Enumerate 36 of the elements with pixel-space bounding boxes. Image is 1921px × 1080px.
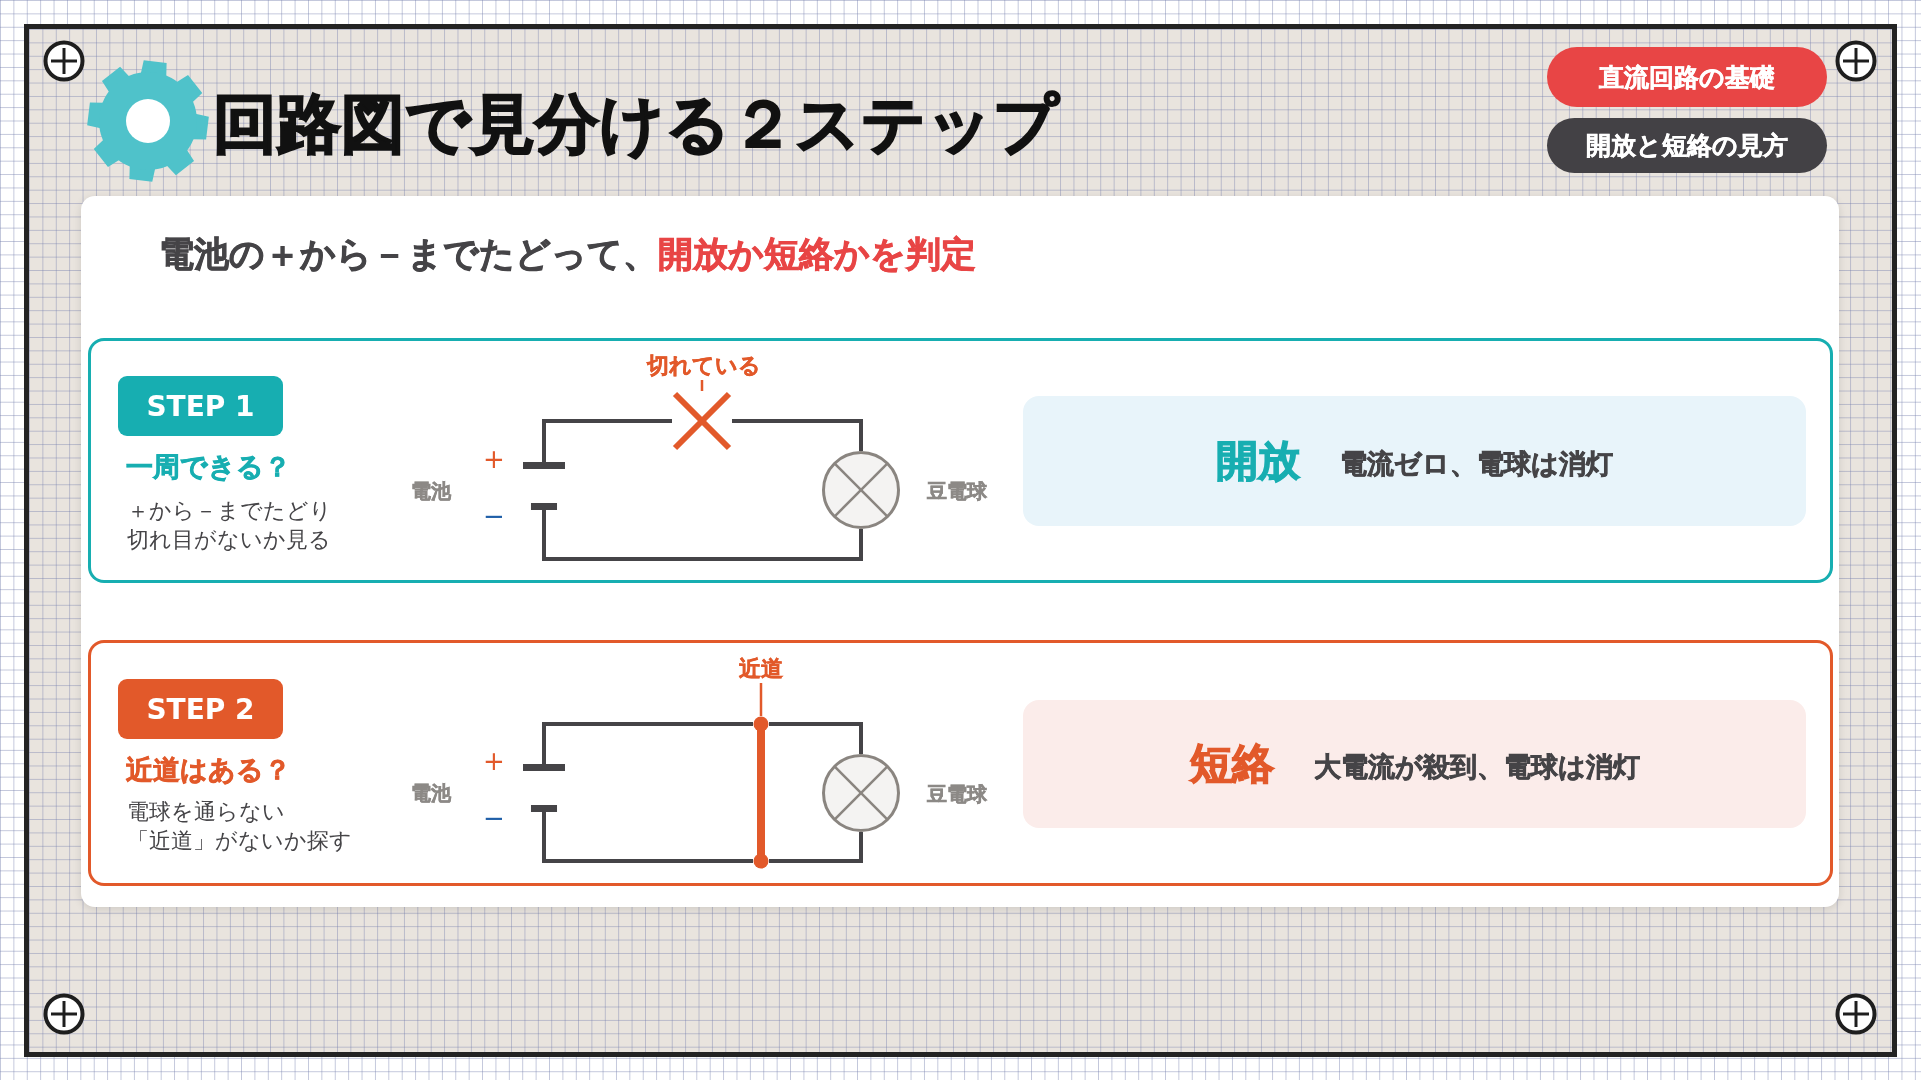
circuit-wire [732,419,863,451]
callout-label: 近道 [738,655,784,683]
result-term: 開放 [1216,435,1300,487]
content-card [81,196,1839,907]
leader-line [759,683,763,716]
subtopic-tag: 開放と短絡の見方 [1547,118,1827,173]
subtitle-text: 電池の＋から－までたどって、開放か短絡かを判定 [159,233,976,276]
result-description: 電流ゼロ、電球は消灯 [1340,447,1613,481]
callout-label: 切れている [647,352,757,380]
component-label: 豆電球 [927,478,987,505]
minus-sign: − [483,804,505,832]
circuit-wire [769,722,863,754]
step-question: 近道はある？ [126,753,291,787]
component-label: 電池 [411,478,451,505]
minus-sign: − [483,502,505,530]
result-description: 大電流が殺到、電球は消灯 [1313,750,1640,784]
circuit-wire [769,832,863,863]
step-panel [88,640,1833,886]
component-label: 電池 [411,780,451,807]
page-title: 回路図で見分ける２ステップ [213,86,1059,163]
plus-sign: + [483,445,505,473]
step-panel [88,338,1833,583]
leader-line [700,380,704,391]
step-question: 一周できる？ [126,450,291,484]
circuit-wire [542,510,863,561]
step-badge: STEP 1 [118,376,283,436]
component-label: 豆電球 [927,781,987,808]
circuit-wire [542,419,672,462]
result-term: 短絡 [1189,738,1274,790]
circuit-wire [542,722,753,764]
plus-sign: + [483,747,505,775]
step-description: 電球を通らない「近道」がないか探す [127,798,353,855]
circuit-wire [542,812,753,863]
step-description: ＋から－までたどり切れ目がないか見る [127,497,333,554]
step-badge: STEP 2 [118,679,283,739]
topic-tag: 直流回路の基礎 [1547,47,1827,107]
